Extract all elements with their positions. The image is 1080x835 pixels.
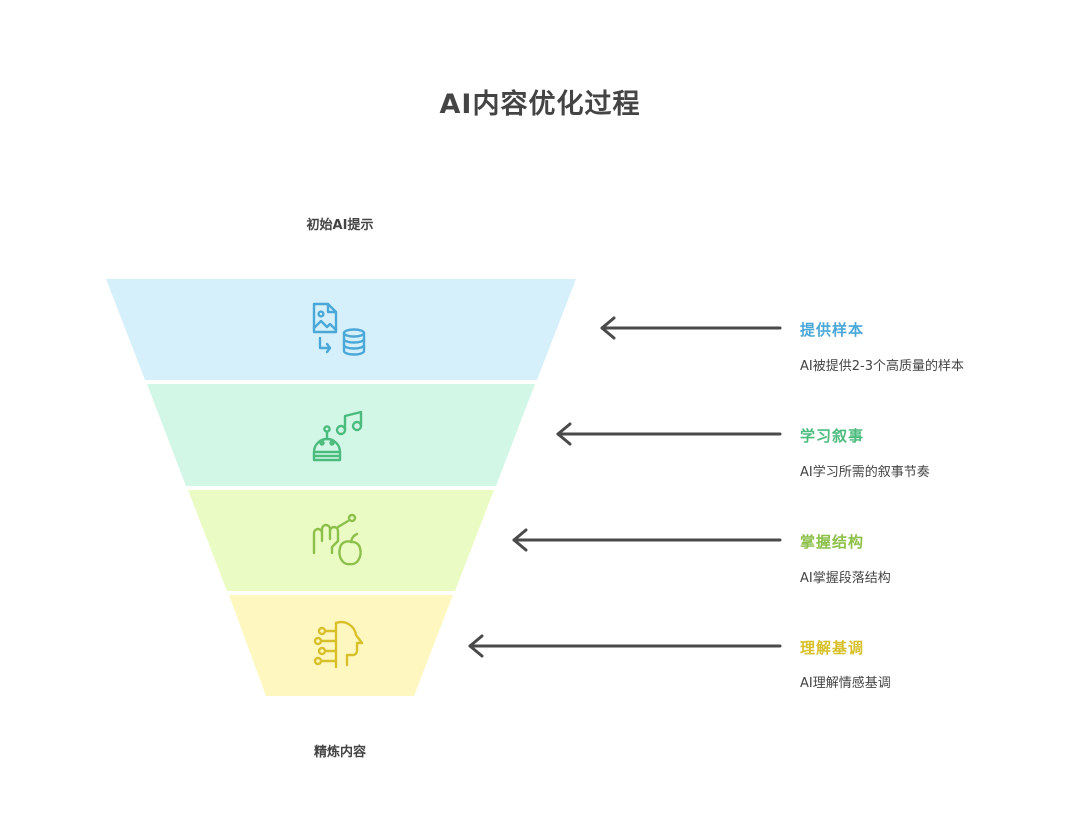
- stage-title-4: 理解基调: [800, 639, 865, 657]
- funnel-segment-1: [106, 279, 576, 380]
- arrow-1: [600, 316, 782, 340]
- ai-head-icon: [313, 620, 364, 669]
- diagram-title: AI内容优化过程: [439, 89, 641, 120]
- hand-apple-icon: [312, 513, 362, 566]
- stage-title-2: 学习叙事: [800, 427, 865, 445]
- stage-description-3: AI掌握段落结构: [800, 571, 891, 586]
- funnel-segment-3: [188, 490, 494, 591]
- arrow-3: [512, 528, 782, 552]
- stage-description-1: AI被提供2-3个高质量的样本: [800, 359, 964, 374]
- robot-music-icon: [312, 410, 363, 462]
- arrow-4: [468, 634, 782, 658]
- stage-description-4: AI理解情感基调: [800, 676, 891, 691]
- stage-title-1: 提供样本: [800, 321, 865, 339]
- stage-description-2: AI学习所需的叙事节奏: [800, 465, 930, 480]
- stage-title-3: 掌握结构: [800, 533, 865, 551]
- funnel-top-label: 初始AI提示: [306, 218, 374, 233]
- funnel-segment-4: [229, 595, 453, 696]
- image-database-icon: [312, 302, 366, 356]
- arrow-2: [556, 422, 782, 446]
- funnel-bottom-label: 精炼内容: [313, 745, 366, 760]
